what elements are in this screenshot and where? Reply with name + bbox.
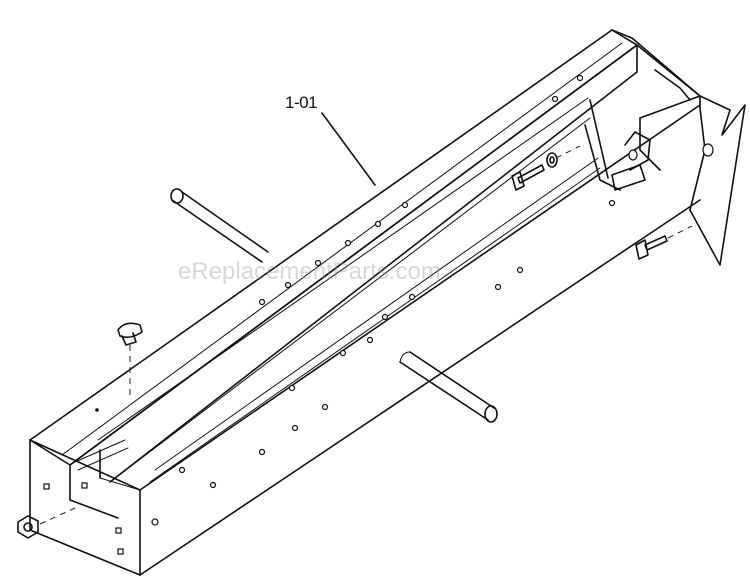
carriage-bolt-front <box>117 322 143 395</box>
top-face-holes <box>95 74 584 412</box>
rear-bracket <box>584 29 746 266</box>
frame-rail <box>29 29 701 576</box>
front-axle-rod <box>399 351 498 423</box>
watermark-text: eReplacementParts.com <box>178 258 441 285</box>
nut-front <box>17 507 76 539</box>
bolt-rear-upper <box>511 145 581 191</box>
bolt-bracket <box>635 225 693 260</box>
part-callout-label: 1-01 <box>285 93 318 112</box>
callout-leader <box>321 112 376 186</box>
side-face-holes <box>43 199 616 555</box>
rear-axle-rod <box>170 188 269 263</box>
